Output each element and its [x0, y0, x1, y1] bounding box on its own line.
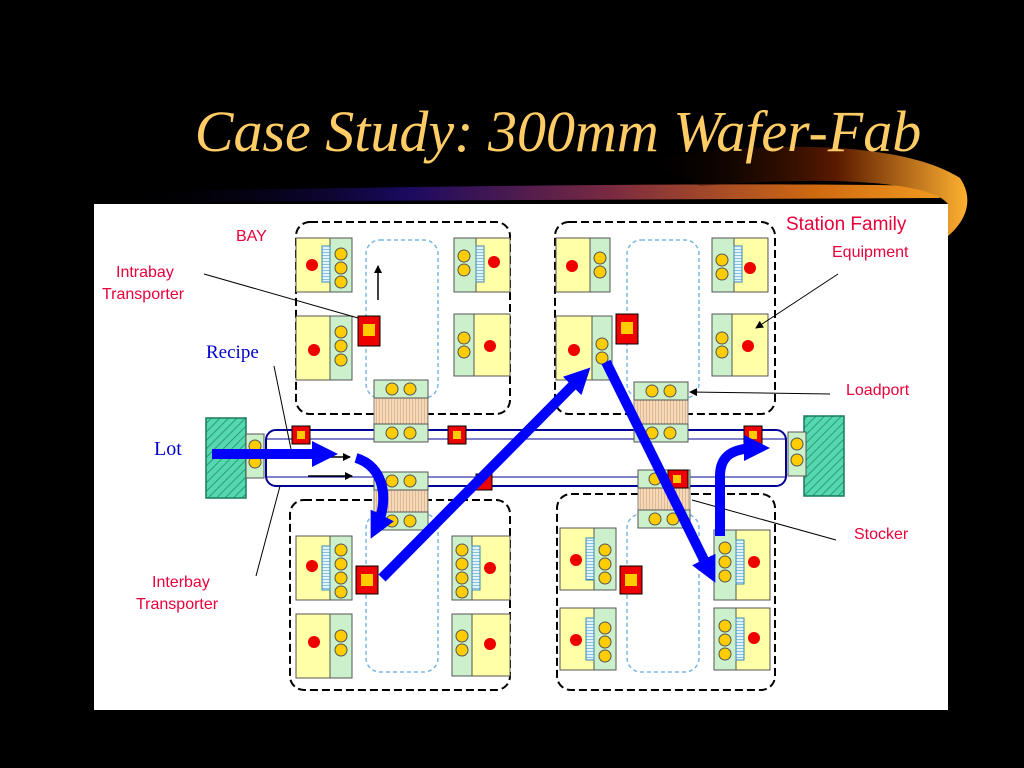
intrabay-leader-line — [203, 273, 359, 319]
equipment-unit — [559, 527, 617, 591]
equipment-unit — [559, 607, 617, 671]
equipment-unit — [295, 237, 353, 293]
equipment-unit — [555, 315, 613, 381]
equipment-unit — [711, 313, 769, 377]
interbay-leader-line — [255, 485, 281, 577]
interbay-label-line2: Transporter — [136, 596, 219, 613]
stocker-right — [787, 415, 845, 497]
equipment-unit — [711, 237, 769, 293]
equipment-unit — [453, 237, 511, 293]
fab-layout-diagram: BAY Intrabay Transporter Recipe Lot Inte… — [94, 204, 948, 710]
equipment-unit — [555, 237, 611, 293]
intrabay-carrier — [357, 315, 381, 347]
equipment-label: Equipment — [832, 244, 909, 261]
flow-arrow-up-diagonal — [378, 367, 591, 582]
equipment-unit — [451, 613, 511, 677]
stocker-center-left — [373, 379, 429, 443]
station-family-label: Station Family — [786, 214, 907, 235]
stocker-label: Stocker — [854, 526, 909, 543]
equipment-unit — [295, 315, 353, 381]
bay-outline-bottom-right — [556, 493, 776, 691]
interbay-carrier — [447, 425, 467, 445]
fab-layout-drawing — [203, 221, 845, 691]
loadport-leader-line — [689, 388, 831, 397]
flow-arrow-to-stocker — [715, 435, 770, 536]
intrabay-carrier — [355, 565, 379, 595]
equipment-unit — [713, 607, 771, 671]
intrabay-carrier — [615, 313, 639, 345]
bay-label: BAY — [236, 228, 267, 245]
intrabay-carrier — [619, 565, 643, 595]
equipment-unit — [295, 535, 353, 601]
slide-title: Case Study: 300mm Wafer-Fab — [194, 99, 922, 164]
intrabay-label-line2: Transporter — [102, 286, 185, 303]
stocker-center-right — [633, 381, 689, 443]
lot-label: Lot — [154, 438, 182, 460]
flow-arrow-down-diagonal — [601, 359, 716, 583]
equipment-unit — [295, 613, 353, 679]
recipe-leader-line — [273, 365, 293, 455]
loadport-label: Loadport — [846, 382, 910, 399]
interbay-label-line1: Interbay — [152, 574, 210, 591]
interbay-carrier — [291, 425, 311, 445]
equipment-unit — [451, 535, 511, 601]
recipe-label: Recipe — [206, 342, 259, 363]
equipment-unit — [453, 313, 511, 377]
equipment-leader-line — [755, 273, 839, 329]
interbay-carrier — [743, 425, 763, 445]
intrabay-label-line1: Intrabay — [116, 264, 174, 281]
flow-arrow-to-bay — [354, 453, 394, 539]
equipment-unit — [713, 529, 771, 601]
